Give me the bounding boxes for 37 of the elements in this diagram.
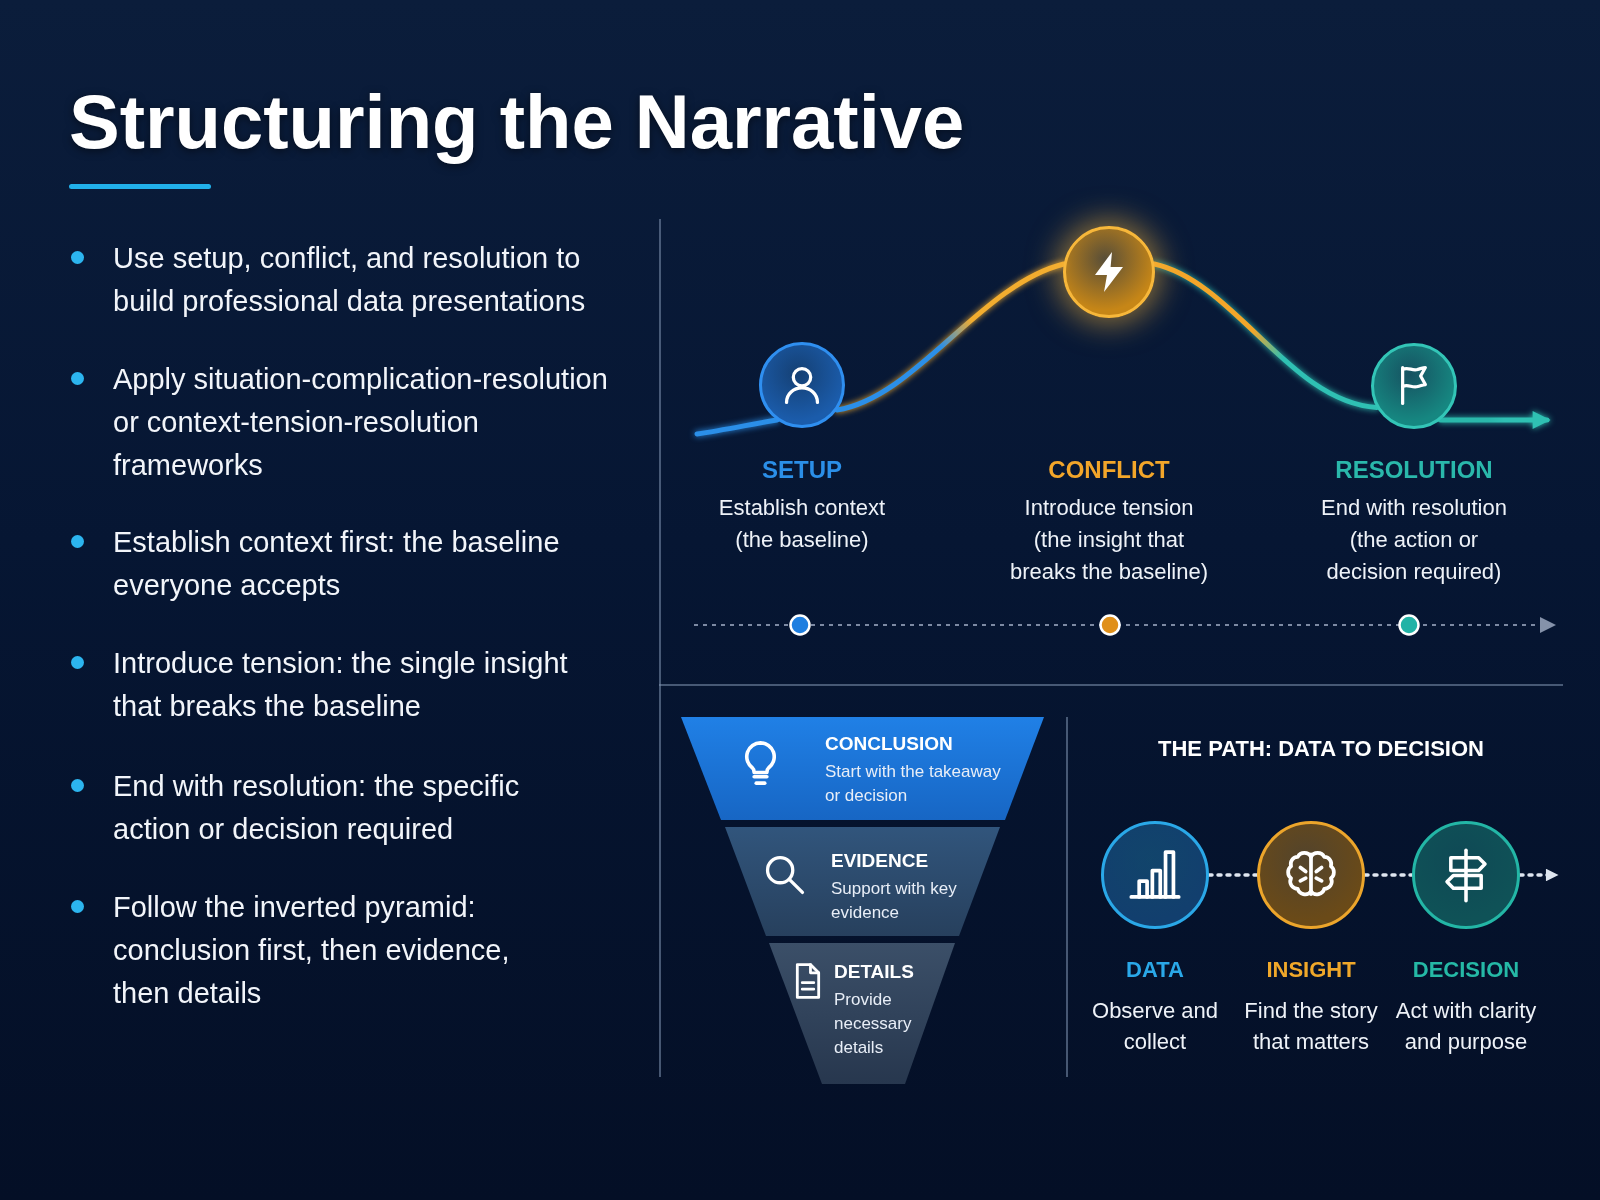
arc-line bbox=[1151, 261, 1380, 410]
step-caption: Find the story that matters bbox=[1243, 997, 1379, 1056]
stage-circle bbox=[759, 342, 845, 428]
pyramid-tier bbox=[681, 717, 1044, 820]
stage-caption: Establish context (the baseline) bbox=[717, 494, 887, 554]
section-heading: THE PATH: DATA TO DECISION bbox=[1157, 735, 1485, 763]
step-heading: DATA bbox=[1125, 956, 1185, 984]
arc-arrow bbox=[1437, 411, 1551, 429]
tier-description: Support with key evidence bbox=[831, 878, 958, 924]
pyramid-tier bbox=[725, 827, 1000, 936]
arc-line bbox=[694, 417, 780, 437]
stage-caption: Introduce tension (the insight that breaks the baseline) bbox=[1008, 494, 1210, 586]
bullet-text: Establish context first: the baseline everyone accepts bbox=[113, 524, 561, 603]
stage-heading: SETUP bbox=[761, 455, 843, 485]
bullet-text: Follow the inverted pyramid: conclusion first, then evidence, then details bbox=[113, 889, 511, 1011]
dotted-line bbox=[1207, 873, 1259, 877]
bullet-text: Introduce tension: the single insight that breaks the baseline bbox=[113, 645, 569, 724]
dotted-arrow bbox=[1518, 868, 1559, 882]
step-heading: DECISION bbox=[1411, 956, 1521, 984]
step-caption: Observe and collect bbox=[1091, 997, 1219, 1056]
stage-caption: End with resolution (the action or decision required) bbox=[1320, 494, 1508, 586]
tier-heading: DETAILS bbox=[834, 960, 914, 984]
bullet-text: End with resolution: the specific action or decision required bbox=[113, 768, 521, 847]
tier-description: Start with the takeaway or decision bbox=[825, 761, 1002, 807]
bullet-text: Use setup, conflict, and resolution to build professional data presentations bbox=[113, 240, 587, 319]
step-caption: Act with clarity and purpose bbox=[1394, 997, 1538, 1056]
stage-heading: CONFLICT bbox=[1047, 455, 1171, 485]
tier-heading: EVIDENCE bbox=[831, 849, 929, 873]
tier-description: Provide necessary details bbox=[834, 989, 913, 1059]
stage-heading: RESOLUTION bbox=[1334, 455, 1494, 485]
stage-circle bbox=[1063, 226, 1155, 318]
arc-line bbox=[834, 261, 1067, 413]
step-heading: INSIGHT bbox=[1265, 956, 1357, 984]
tier-heading: CONCLUSION bbox=[825, 732, 953, 756]
pyramid-tier bbox=[769, 943, 955, 1084]
dotted-line bbox=[1363, 873, 1414, 877]
bullet-text: Apply situation-complication-resolution or context-tension-resolution frameworks bbox=[113, 361, 609, 483]
